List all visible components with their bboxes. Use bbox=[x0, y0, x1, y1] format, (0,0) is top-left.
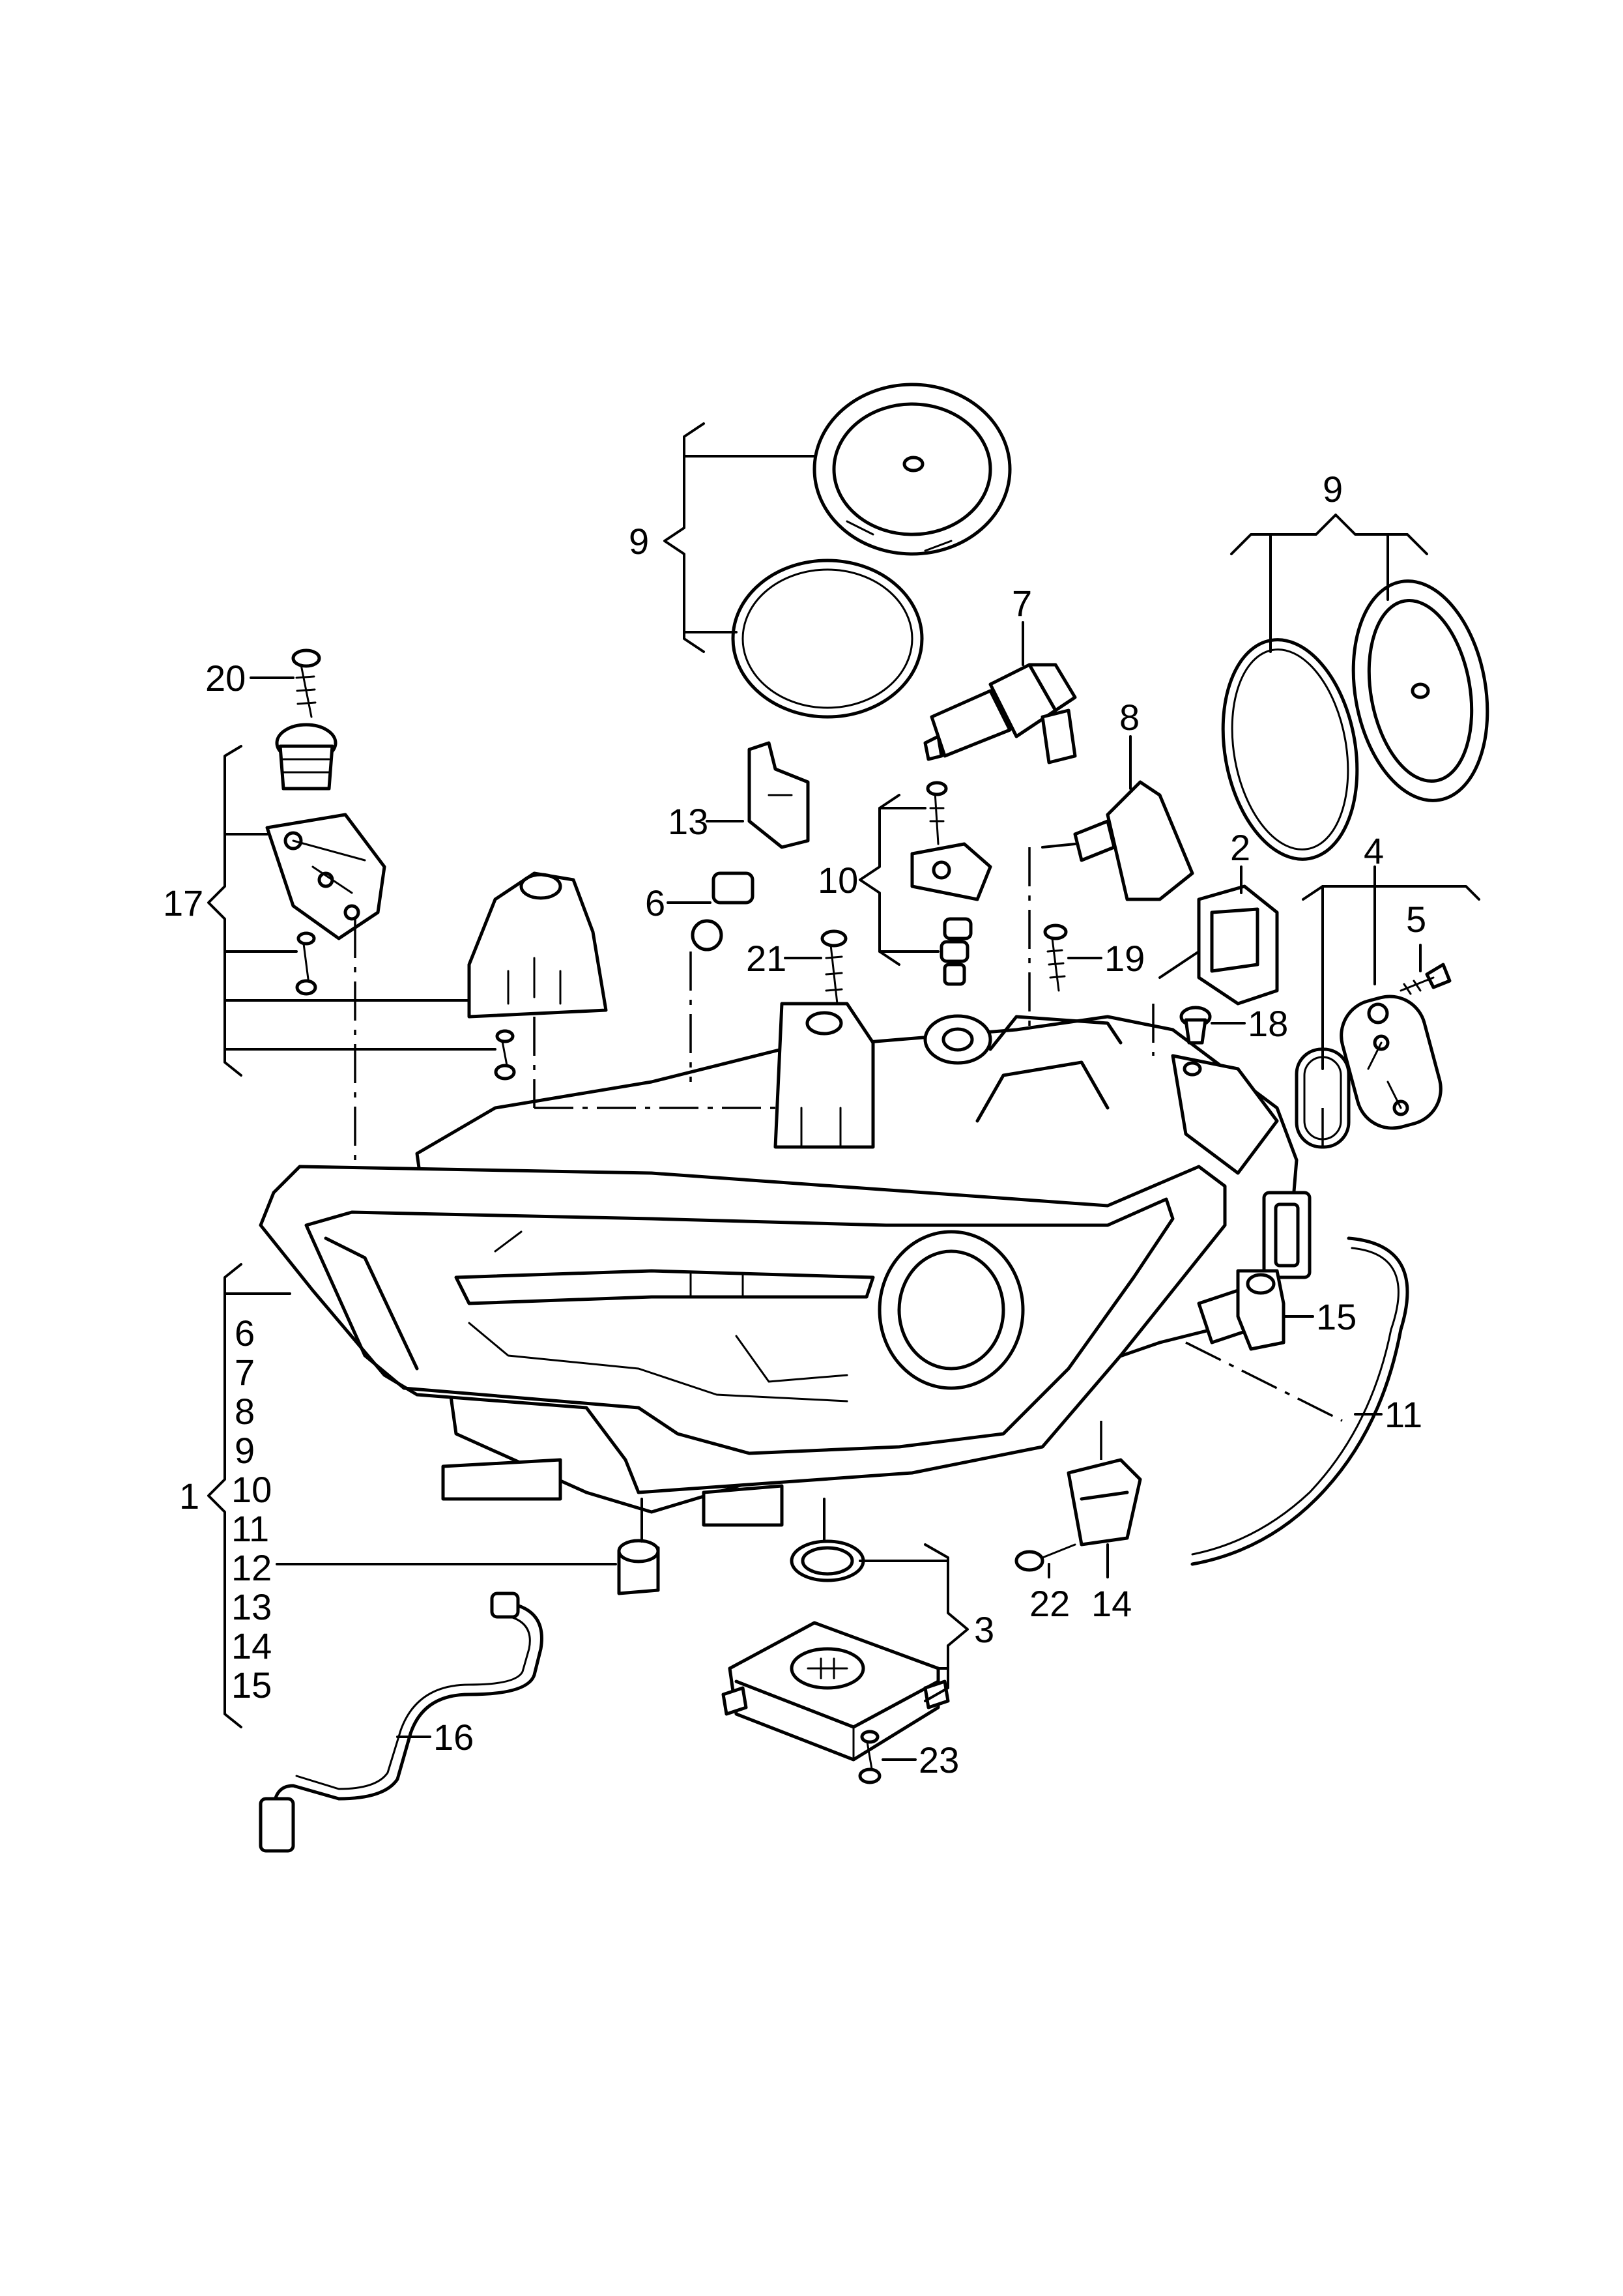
callout-11: 11 bbox=[1385, 1394, 1422, 1435]
group1-item: 9 bbox=[235, 1430, 255, 1471]
adapter-lead bbox=[272, 1601, 543, 1814]
callout-9-right: 9 bbox=[1323, 469, 1343, 510]
cover-cap-left bbox=[812, 383, 1012, 556]
callout-16: 16 bbox=[433, 1717, 474, 1758]
callout-4: 4 bbox=[1364, 830, 1384, 871]
group1-item: 7 bbox=[235, 1352, 255, 1393]
callout-23: 23 bbox=[919, 1739, 959, 1780]
headlight-housing bbox=[259, 1002, 1312, 1527]
callout-22: 22 bbox=[1029, 1583, 1070, 1624]
mounting-bracket bbox=[467, 871, 608, 1019]
callout-1: 1 bbox=[179, 1475, 199, 1517]
leader-lines bbox=[207, 422, 1480, 1761]
group1-item: 15 bbox=[231, 1664, 272, 1706]
seal-ring-left bbox=[731, 559, 924, 719]
xenon-bulb bbox=[1041, 780, 1194, 901]
bulb-socket bbox=[747, 741, 810, 849]
callout-2: 2 bbox=[1230, 827, 1250, 868]
bulb-h7 bbox=[923, 663, 1077, 764]
retaining-clip bbox=[1067, 1458, 1142, 1547]
callout-10: 10 bbox=[818, 860, 858, 901]
group1-item: 14 bbox=[231, 1625, 272, 1666]
rubber-buffer bbox=[617, 1498, 660, 1595]
screw-23 bbox=[858, 1730, 882, 1784]
callout-9-left: 9 bbox=[629, 521, 649, 562]
callout-18: 18 bbox=[1248, 1003, 1288, 1044]
screw-17b bbox=[494, 1029, 516, 1081]
callout-7: 7 bbox=[1012, 583, 1032, 624]
screw-20 bbox=[291, 648, 321, 718]
callout-19: 19 bbox=[1104, 938, 1145, 979]
control-unit-seal bbox=[790, 1498, 865, 1582]
callout-8: 8 bbox=[1119, 697, 1140, 738]
wedge-bulb bbox=[691, 871, 754, 952]
ballast-control-unit bbox=[721, 1621, 950, 1762]
adjuster-assembly bbox=[910, 781, 992, 986]
plug-18 bbox=[1179, 1006, 1212, 1077]
threaded-bush bbox=[275, 723, 338, 791]
cap-15 bbox=[1236, 1269, 1285, 1351]
callout-5: 5 bbox=[1406, 899, 1426, 940]
group1-item: 11 bbox=[231, 1508, 269, 1549]
repair-bracket-plate bbox=[265, 813, 386, 940]
callout-6-top: 6 bbox=[645, 882, 665, 923]
wiring-harness bbox=[1190, 1236, 1409, 1566]
igniter bbox=[1158, 884, 1279, 1006]
group1-item: 6 bbox=[235, 1313, 255, 1354]
screw-19 bbox=[1043, 923, 1068, 992]
group1-item: 12 bbox=[231, 1547, 272, 1588]
screw-21 bbox=[820, 929, 848, 1005]
callout-15: 15 bbox=[1316, 1296, 1357, 1337]
callout-labels: 9 9 7 8 2 4 5 18 19 10 13 6 21 20 17 1 6… bbox=[163, 469, 1426, 1780]
rear-cap bbox=[1340, 995, 1443, 1130]
callout-21: 21 bbox=[746, 938, 786, 979]
group1-item: 10 bbox=[231, 1469, 272, 1510]
screw-17 bbox=[295, 931, 317, 996]
group1-item: 8 bbox=[235, 1391, 255, 1432]
callout-3: 3 bbox=[974, 1609, 994, 1650]
cover-cap-right bbox=[1351, 579, 1489, 802]
callout-13-top: 13 bbox=[668, 801, 708, 842]
callout-17: 17 bbox=[163, 882, 203, 923]
screw-5 bbox=[1400, 963, 1452, 995]
screw-22 bbox=[1014, 1543, 1076, 1572]
callout-14: 14 bbox=[1091, 1583, 1132, 1624]
assembly-lines bbox=[354, 847, 1343, 1460]
callout-20: 20 bbox=[205, 658, 246, 699]
group1-item: 13 bbox=[231, 1586, 272, 1627]
